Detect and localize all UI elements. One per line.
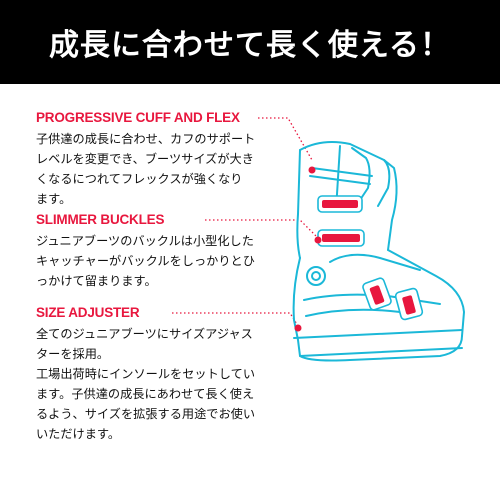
banner-title: 成長に合わせて長く使える！ — [48, 28, 452, 63]
accent-markers — [294, 166, 416, 332]
feature-description-line: 工場出荷時にインソールをセットしてい — [36, 367, 256, 381]
feature-title: SIZE ADJUSTER — [36, 305, 140, 320]
feature-description: ジュニアブーツのバックルは小型化した キャッチャーがバックルをしっかりとひ っか… — [36, 231, 255, 291]
feature-description-line: っかけて留まります。 — [36, 274, 157, 288]
feature-progressive-cuff: PROGRESSIVE CUFF AND FLEX 子供達の成長に合わせ、カフの… — [36, 110, 255, 209]
buckle-lower-right — [394, 287, 424, 321]
buckle-accent-lower-left — [369, 285, 385, 305]
feature-description: 全てのジュニアブーツにサイズアジャス ターを採用。 工場出荷時にインソールをセッ… — [36, 324, 255, 444]
feature-slimmer-buckles: SLIMMER BUCKLES ジュニアブーツのバックルは小型化した キャッチャ… — [36, 212, 255, 291]
feature-description-line: 子供達の成長に合わせ、カフのサポート — [36, 132, 256, 146]
feature-description-line: いただけます。 — [36, 427, 121, 441]
buckle-middle — [317, 229, 365, 247]
feature-description-line: ターを採用。 — [36, 347, 110, 361]
feature-description-line: るよう、サイズを拡張する用途でお使い — [36, 407, 256, 421]
buckle-accent-middle — [322, 234, 360, 242]
feature-description-line: ジュニアブーツのバックルは小型化した — [36, 234, 254, 248]
marker-size — [294, 324, 302, 332]
buckle-accent-lower-right — [402, 295, 416, 315]
marker-cuff — [308, 166, 316, 174]
buckle-top — [317, 195, 363, 213]
feature-description-line: くなるにつれてフレックスが強くなり — [36, 172, 243, 186]
feature-size-adjuster: SIZE ADJUSTER 全てのジュニアブーツにサイズアジャス ターを採用。 … — [36, 305, 255, 444]
feature-description-line: 全てのジュニアブーツにサイズアジャス — [36, 327, 253, 341]
marker-buckle — [314, 236, 322, 244]
leader-line-cuff — [258, 117, 313, 161]
feature-description-line: ます。 — [36, 192, 72, 206]
feature-title: PROGRESSIVE CUFF AND FLEX — [36, 110, 240, 125]
feature-description: 子供達の成長に合わせ、カフのサポート レベルを変更でき、ブーツサイズが大き くな… — [36, 129, 255, 209]
buckle-lower-left — [362, 277, 392, 311]
feature-description-line: ます。子供達の成長にあわせて長く使え — [36, 387, 255, 401]
feature-description-line: レベルを変更でき、ブーツサイズが大き — [36, 152, 254, 166]
buckles — [317, 195, 424, 321]
feature-title: SLIMMER BUCKLES — [36, 212, 165, 227]
header-banner: 成長に合わせて長く使える！ — [0, 0, 500, 84]
feature-description-line: キャッチャーがバックルをしっかりとひ — [36, 254, 255, 268]
boot-shell — [292, 141, 465, 362]
buckle-accent-top — [322, 200, 358, 208]
